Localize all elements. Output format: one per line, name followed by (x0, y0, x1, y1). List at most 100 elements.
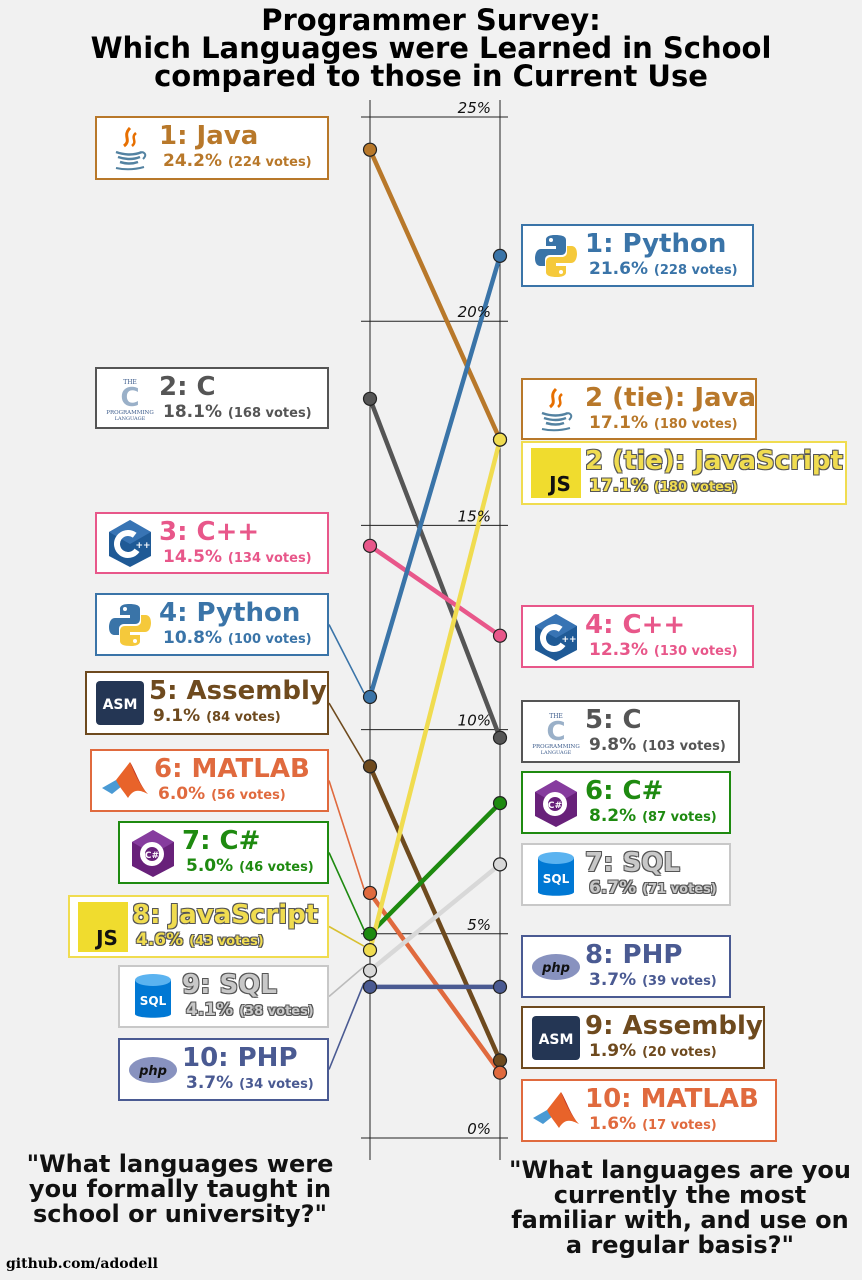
point-right-c (492, 730, 508, 745)
php-icon: php (531, 942, 581, 992)
point-right-python (492, 248, 508, 263)
asm-icon: ASM (95, 678, 145, 728)
label-votes: (103 votes) (642, 739, 726, 754)
chart-points (362, 142, 508, 1080)
point-right-cpp (492, 628, 508, 643)
label-name: 2 (tie): Java (585, 383, 757, 413)
label-votes: (134 votes) (227, 551, 312, 566)
sql-icon: SQL (531, 850, 581, 900)
label-name: 8: PHP (585, 940, 683, 970)
y-tick-0: 0% (467, 1120, 491, 1138)
php-icon: php (128, 1045, 178, 1095)
label-percent: 9.1% (84 votes) (153, 706, 281, 728)
label-percent-value: 6.0% (158, 784, 206, 804)
label-connectors (328, 624, 365, 1070)
chart-title-line-3: compared to those in Current Use (154, 59, 708, 93)
label-name: 2 (tie): JavaScript (585, 446, 843, 476)
label-percent-value: 6.7% (589, 878, 637, 898)
svg-text:JS: JS (94, 926, 118, 950)
y-tick-15: 15% (458, 507, 491, 525)
label-percent-value: 12.3% (589, 640, 648, 660)
y-tick-25: 25% (458, 99, 491, 117)
svg-text:LANGUAGE: LANGUAGE (115, 416, 146, 422)
left-column-question: "What languages were you formally taught… (26, 1150, 334, 1228)
label-votes: (56 votes) (211, 788, 286, 803)
label-percent: 4.6% (43 votes) (136, 930, 264, 952)
label-percent: 21.6% (228 votes) (589, 259, 738, 281)
label-percent: 18.1% (168 votes) (163, 402, 312, 424)
svg-text:PROGRAMMING: PROGRAMMING (106, 410, 154, 416)
js-icon: JS (78, 901, 128, 952)
asm-icon: ASM (531, 1013, 581, 1063)
svg-text:ASM: ASM (539, 1032, 574, 1048)
label-percent-value: 14.5% (163, 547, 222, 567)
label-name: 1: Python (585, 229, 727, 259)
label-name: 6: MATLAB (154, 754, 310, 784)
svg-text:++: ++ (135, 541, 150, 551)
point-left-python (362, 689, 378, 705)
label-percent: 3.7% (34 votes) (186, 1073, 314, 1095)
label-percent: 1.6% (17 votes) (589, 1114, 717, 1136)
label-votes: (39 votes) (642, 974, 717, 989)
label-percent: 5.0% (46 votes) (186, 856, 314, 878)
point-left-cpp (362, 538, 378, 553)
label-name: 7: C# (182, 826, 261, 856)
label-votes: (43 votes) (189, 934, 264, 949)
c-book-icon: THE C PROGRAMMING LANGUAGE (531, 707, 581, 757)
svg-text:C#: C# (145, 851, 159, 861)
label-name: 9: SQL (182, 970, 277, 1000)
label-percent-value: 17.1% (589, 413, 648, 433)
label-percent-value: 4.6% (136, 930, 184, 950)
label-votes: (130 votes) (653, 644, 738, 659)
label-votes: (20 votes) (642, 1045, 717, 1060)
label-percent-value: 17.1% (589, 476, 648, 496)
cpp-icon: ++ (105, 518, 155, 568)
matlab-icon (100, 756, 150, 806)
series-line-assembly (367, 764, 503, 1063)
label-percent: 24.2% (224 votes) (163, 151, 312, 173)
label-percent-value: 8.2% (589, 806, 637, 826)
connector-csharp (328, 852, 365, 931)
label-name: 10: PHP (182, 1043, 298, 1073)
chart-title-line-1: Programmer Survey: (261, 3, 601, 37)
label-votes: (224 votes) (227, 155, 312, 170)
label-name: 10: MATLAB (585, 1084, 759, 1114)
svg-text:SQL: SQL (140, 994, 167, 1008)
svg-text:C: C (120, 383, 139, 413)
java-icon (105, 123, 155, 173)
label-percent: 17.1% (180 votes) (589, 413, 738, 435)
series-line-javascript (367, 437, 503, 953)
label-votes: (100 votes) (227, 632, 312, 647)
label-name: 1: Java (159, 121, 259, 151)
java-icon (531, 384, 581, 434)
label-percent-value: 3.7% (589, 970, 637, 990)
left-label-3: ++3: C++14.5% (134 votes) (95, 512, 329, 574)
svg-text:C: C (546, 717, 565, 747)
series-line-c (367, 396, 503, 741)
label-percent: 12.3% (130 votes) (589, 640, 738, 662)
series-line-csharp (367, 800, 503, 937)
right-column-question: "What languages are you currently the mo… (508, 1156, 852, 1259)
svg-text:PROGRAMMING: PROGRAMMING (532, 744, 580, 750)
label-name: 6: C# (585, 776, 664, 806)
connector-php (328, 982, 365, 1070)
js-icon: JS (531, 448, 581, 498)
right-label-4: ++4: C++12.3% (130 votes) (521, 605, 754, 668)
csharp-icon: C# (128, 828, 178, 878)
point-left-sql (362, 963, 378, 978)
y-tick-labels: 0%5%10%15%20%25% (458, 99, 491, 1138)
label-percent: 17.1% (180 votes) (589, 476, 738, 498)
label-percent: 6.7% (71 votes) (589, 878, 717, 900)
label-percent-value: 5.0% (186, 856, 234, 876)
label-percent: 1.9% (20 votes) (589, 1041, 717, 1063)
label-name: 8: JavaScript (132, 900, 319, 930)
